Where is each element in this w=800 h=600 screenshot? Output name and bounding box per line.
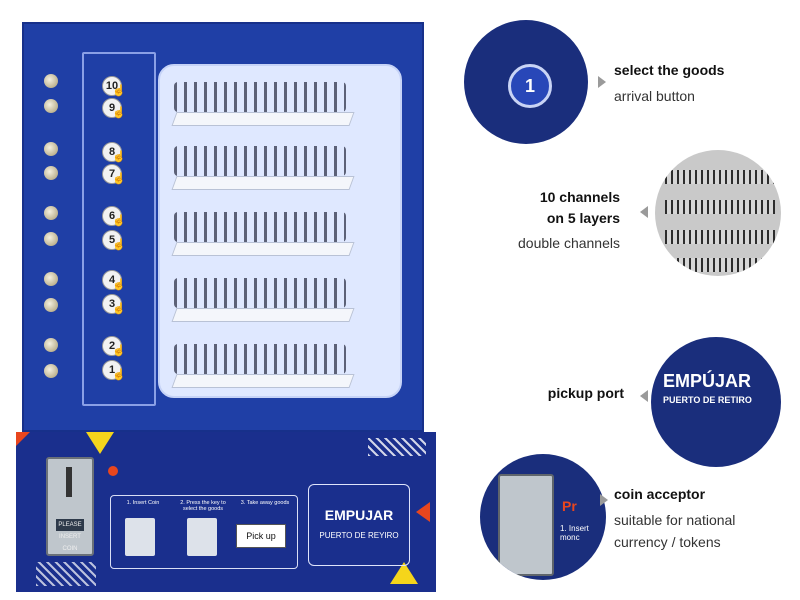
coin-acceptor-title: coin acceptor bbox=[614, 486, 706, 502]
coin-acceptor-icon bbox=[498, 474, 554, 576]
button-number: 10 bbox=[102, 76, 122, 96]
pointer-hand-icon: ☝ bbox=[112, 107, 126, 119]
coin-acceptor[interactable]: PLEASE INSERT COIN bbox=[46, 457, 94, 556]
yellow-triangle-decor bbox=[390, 562, 418, 584]
button-number: 4 bbox=[102, 270, 122, 290]
instruction-step-1: 1. Insert Coin bbox=[126, 500, 160, 506]
selection-button-10[interactable]: 10☝ bbox=[102, 76, 128, 102]
product-shelf bbox=[171, 278, 355, 322]
pointer-hand-icon: ☝ bbox=[112, 369, 126, 381]
selection-button-4[interactable]: 4☝ bbox=[102, 270, 128, 296]
screw-icon bbox=[44, 364, 58, 378]
pointer-hand-icon: ☝ bbox=[112, 215, 126, 227]
button-number: 8 bbox=[102, 142, 122, 162]
machine-upper-body: 10☝ 9☝ 8☝ 7☝ 6☝ 5☝ 4☝ 3☝ 2☝ 1☝ bbox=[22, 22, 424, 432]
select-goods-subtitle: arrival button bbox=[614, 88, 695, 104]
coin-insert-icon bbox=[125, 518, 155, 556]
selection-button-8[interactable]: 8☝ bbox=[102, 142, 128, 168]
button-number: 7 bbox=[102, 164, 122, 184]
machine-lower-panel: PLEASE INSERT COIN 1. Insert Coin 2. Pre… bbox=[16, 432, 436, 592]
screw-icon bbox=[44, 142, 58, 156]
coin-acceptor-detail-image: Pr 1. Insert monc bbox=[480, 454, 606, 580]
button-number: 6 bbox=[102, 206, 122, 226]
product-display-window bbox=[158, 64, 402, 398]
spiral-coil-icon bbox=[665, 258, 775, 272]
selection-button-1[interactable]: 1☝ bbox=[102, 360, 128, 386]
channels-title-line2: on 5 layers bbox=[546, 210, 620, 226]
instruction-step-3: 3. Take away goods bbox=[240, 500, 290, 506]
pointer-arrow-icon bbox=[640, 390, 648, 402]
pickup-port-title: pickup port bbox=[547, 385, 624, 401]
pickup-door[interactable]: EMPUJAR PUERTO DE REYIRO bbox=[308, 484, 410, 566]
yellow-triangle-decor bbox=[86, 432, 114, 454]
screw-icon bbox=[44, 99, 58, 113]
screw-icon bbox=[44, 232, 58, 246]
channels-detail-image bbox=[655, 150, 781, 276]
channels-title-line1: 10 channels bbox=[539, 189, 620, 205]
red-triangle-decor bbox=[16, 432, 30, 446]
product-shelf bbox=[171, 344, 355, 388]
channels-subtitle: double channels bbox=[518, 235, 620, 251]
screw-icon bbox=[44, 272, 58, 286]
button-number: 3 bbox=[102, 294, 122, 314]
red-dot-decor bbox=[108, 466, 118, 476]
pointer-arrow-icon bbox=[640, 206, 648, 218]
pointer-arrow-icon bbox=[598, 76, 606, 88]
screw-icon bbox=[44, 338, 58, 352]
stripes-decor bbox=[368, 438, 426, 456]
product-shelf bbox=[171, 212, 355, 256]
coin-slot[interactable] bbox=[66, 467, 72, 497]
selection-button-icon: 1 bbox=[508, 64, 552, 108]
pointer-hand-icon: ☝ bbox=[112, 303, 126, 315]
selection-button-5[interactable]: 5☝ bbox=[102, 230, 128, 256]
product-shelf bbox=[171, 146, 355, 190]
selection-button-3[interactable]: 3☝ bbox=[102, 294, 128, 320]
press-key-icon bbox=[187, 518, 217, 556]
selection-button-9[interactable]: 9☝ bbox=[102, 98, 128, 124]
instruction-step-2: 2. Press the key to select the goods bbox=[180, 500, 226, 512]
stripes-decor bbox=[36, 562, 96, 586]
instruction-panel: 1. Insert Coin 2. Press the key to selec… bbox=[110, 495, 298, 569]
pickup-sign-title: EMPÚJAR bbox=[663, 371, 752, 391]
button-number: 2 bbox=[102, 336, 122, 356]
pointer-hand-icon: ☝ bbox=[112, 173, 126, 185]
pointer-hand-icon: ☝ bbox=[112, 279, 126, 291]
screw-icon bbox=[44, 206, 58, 220]
button-number: 1 bbox=[102, 360, 122, 380]
selection-button-6[interactable]: 6☝ bbox=[102, 206, 128, 232]
pointer-hand-icon: ☝ bbox=[112, 345, 126, 357]
screw-icon bbox=[44, 298, 58, 312]
screw-icon bbox=[44, 74, 58, 88]
pointer-arrow-icon bbox=[600, 494, 608, 506]
screw-icon bbox=[44, 166, 58, 180]
pointer-hand-icon: ☝ bbox=[112, 85, 126, 97]
coin-acceptor-subtitle-2: currency / tokens bbox=[614, 534, 721, 550]
pickup-port-detail-image: EMPÚJAR PUERTO DE RETIRO bbox=[651, 337, 781, 467]
selection-button-7[interactable]: 7☝ bbox=[102, 164, 128, 190]
selection-button-2[interactable]: 2☝ bbox=[102, 336, 128, 362]
button-number: 9 bbox=[102, 98, 122, 118]
pickup-sign-subtitle: PUERTO DE RETIRO bbox=[663, 395, 752, 405]
spiral-coil-icon bbox=[665, 170, 775, 184]
vending-machine: 10☝ 9☝ 8☝ 7☝ 6☝ 5☝ 4☝ 3☝ 2☝ 1☝ PLE bbox=[16, 22, 436, 592]
pickup-door-title: EMPUJAR bbox=[324, 507, 394, 523]
button-number: 5 bbox=[102, 230, 122, 250]
pickup-door-subtitle: PUERTO DE REYIRO bbox=[319, 531, 399, 540]
pick-up-label: Pick up bbox=[236, 524, 286, 548]
red-triangle-decor bbox=[416, 502, 430, 522]
spiral-coil-icon bbox=[665, 200, 775, 214]
panel-instruction-fragment: 1. Insert monc bbox=[560, 524, 589, 542]
pointer-hand-icon: ☝ bbox=[112, 239, 126, 251]
coin-acceptor-subtitle-1: suitable for national bbox=[614, 512, 736, 528]
pointer-hand-icon: ☝ bbox=[112, 151, 126, 163]
product-shelf bbox=[171, 82, 355, 126]
panel-text-fragment: Pr bbox=[562, 498, 577, 514]
selection-button-strip: 10☝ 9☝ 8☝ 7☝ 6☝ 5☝ 4☝ 3☝ 2☝ 1☝ bbox=[82, 52, 156, 406]
spiral-coil-icon bbox=[665, 230, 775, 244]
select-goods-title: select the goods bbox=[614, 62, 725, 78]
coin-acceptor-label: PLEASE INSERT COIN bbox=[56, 519, 84, 552]
select-goods-detail-image: 1 bbox=[464, 20, 588, 144]
